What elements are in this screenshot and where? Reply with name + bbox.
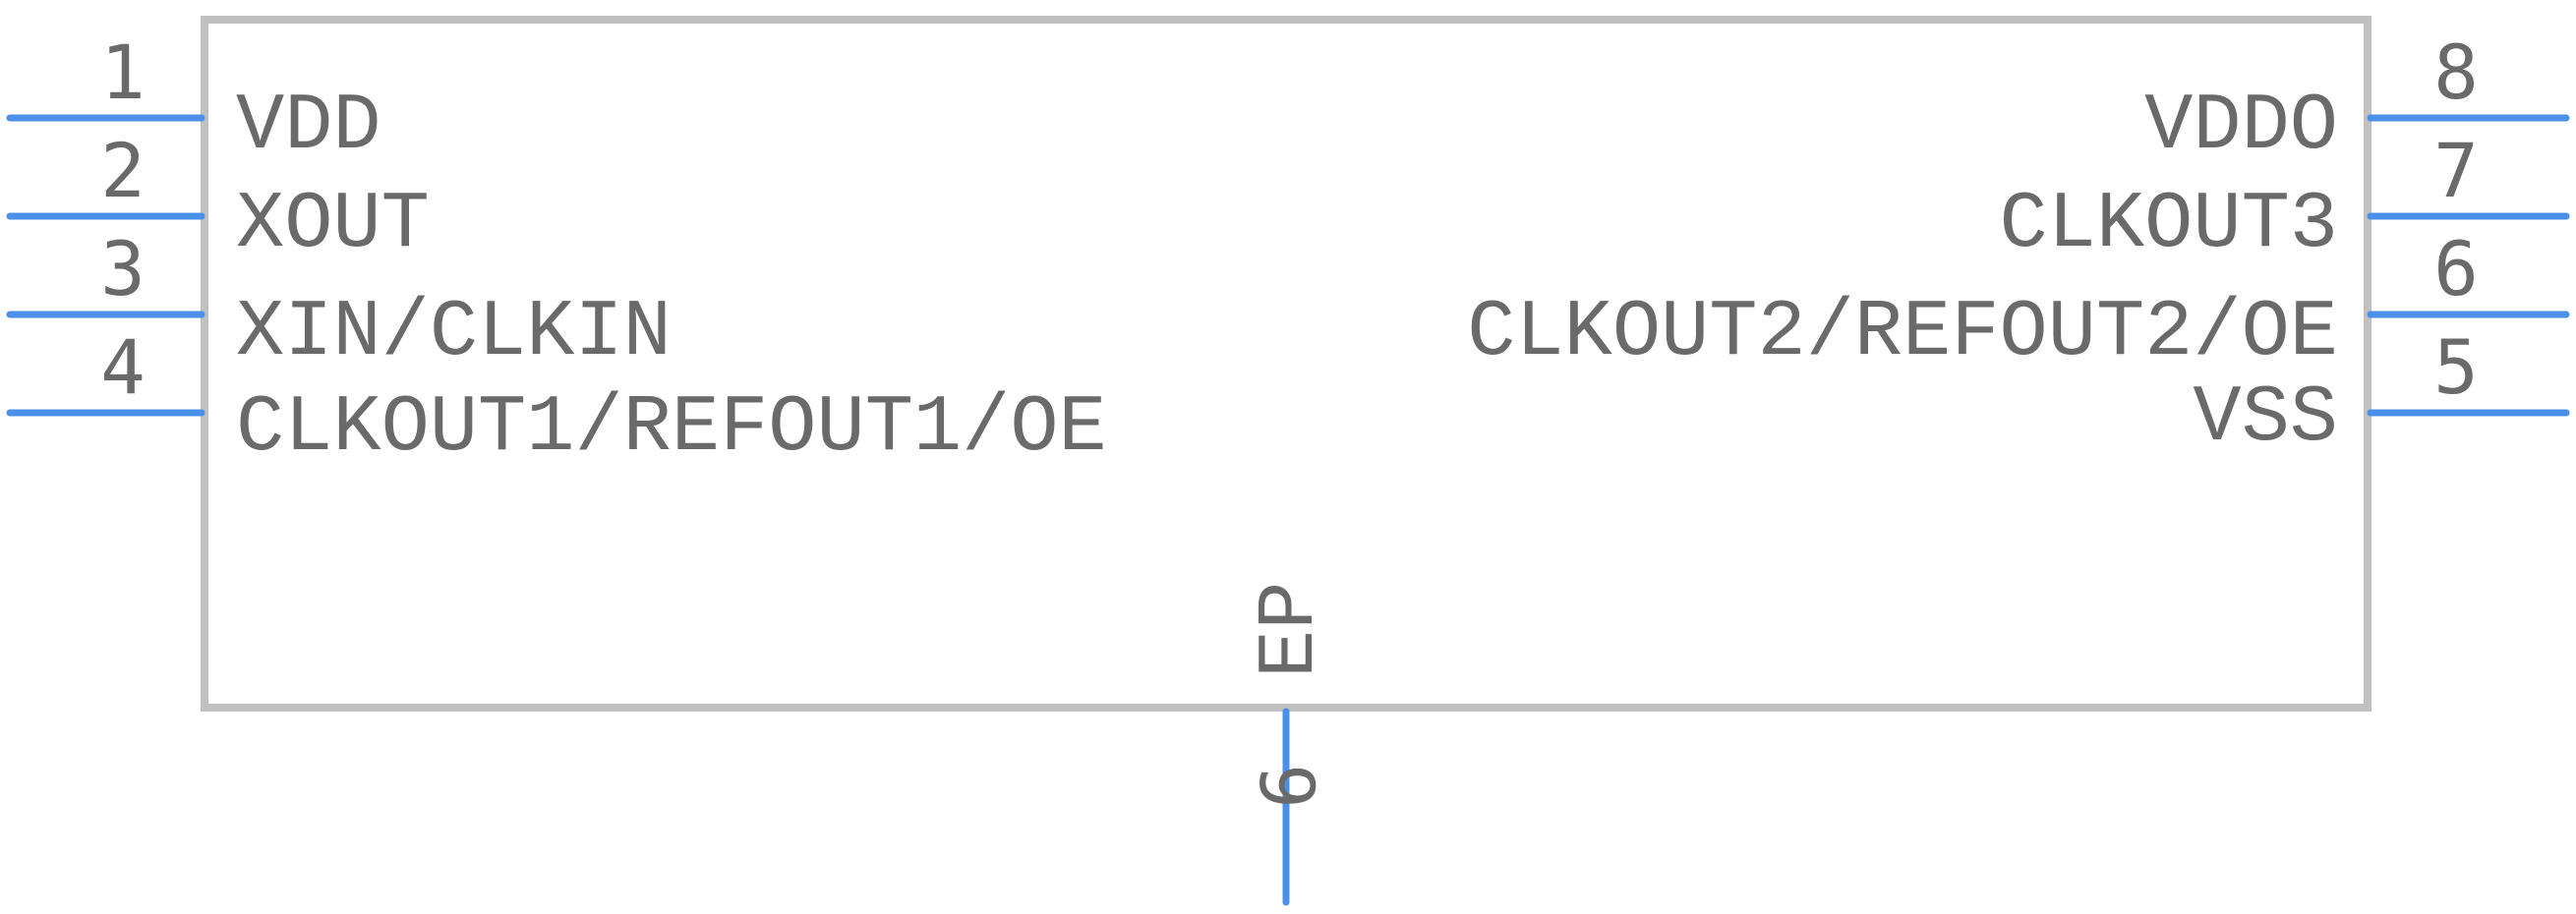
pin-1-name: VDD	[236, 81, 381, 172]
pin-5-name: VSS	[2193, 372, 2338, 464]
pin-9-name: EP	[1245, 582, 1336, 678]
pin-3-number: 3	[100, 225, 146, 313]
component-body	[201, 16, 2371, 712]
pin-7-number: 7	[2433, 127, 2479, 214]
pin-6-name: CLKOUT2/REFOUT2/OE	[1467, 287, 2338, 378]
pin-7-name: CLKOUT3	[2000, 179, 2338, 270]
pin-6-number: 6	[2433, 225, 2479, 313]
pin-3-name: XIN/CLKIN	[236, 287, 672, 378]
pin-2-name: XOUT	[236, 179, 430, 270]
pin-8-number: 8	[2433, 29, 2479, 116]
pin-9-number: 9	[1243, 764, 1330, 809]
pin-5-number: 5	[2433, 323, 2479, 411]
pin-4-name: CLKOUT1/REFOUT1/OE	[236, 382, 1107, 474]
pin-2-number: 2	[100, 127, 146, 214]
pin-1-number: 1	[100, 29, 146, 116]
pin-8-name: VDDO	[2144, 81, 2338, 172]
pin-4-number: 4	[100, 323, 146, 411]
